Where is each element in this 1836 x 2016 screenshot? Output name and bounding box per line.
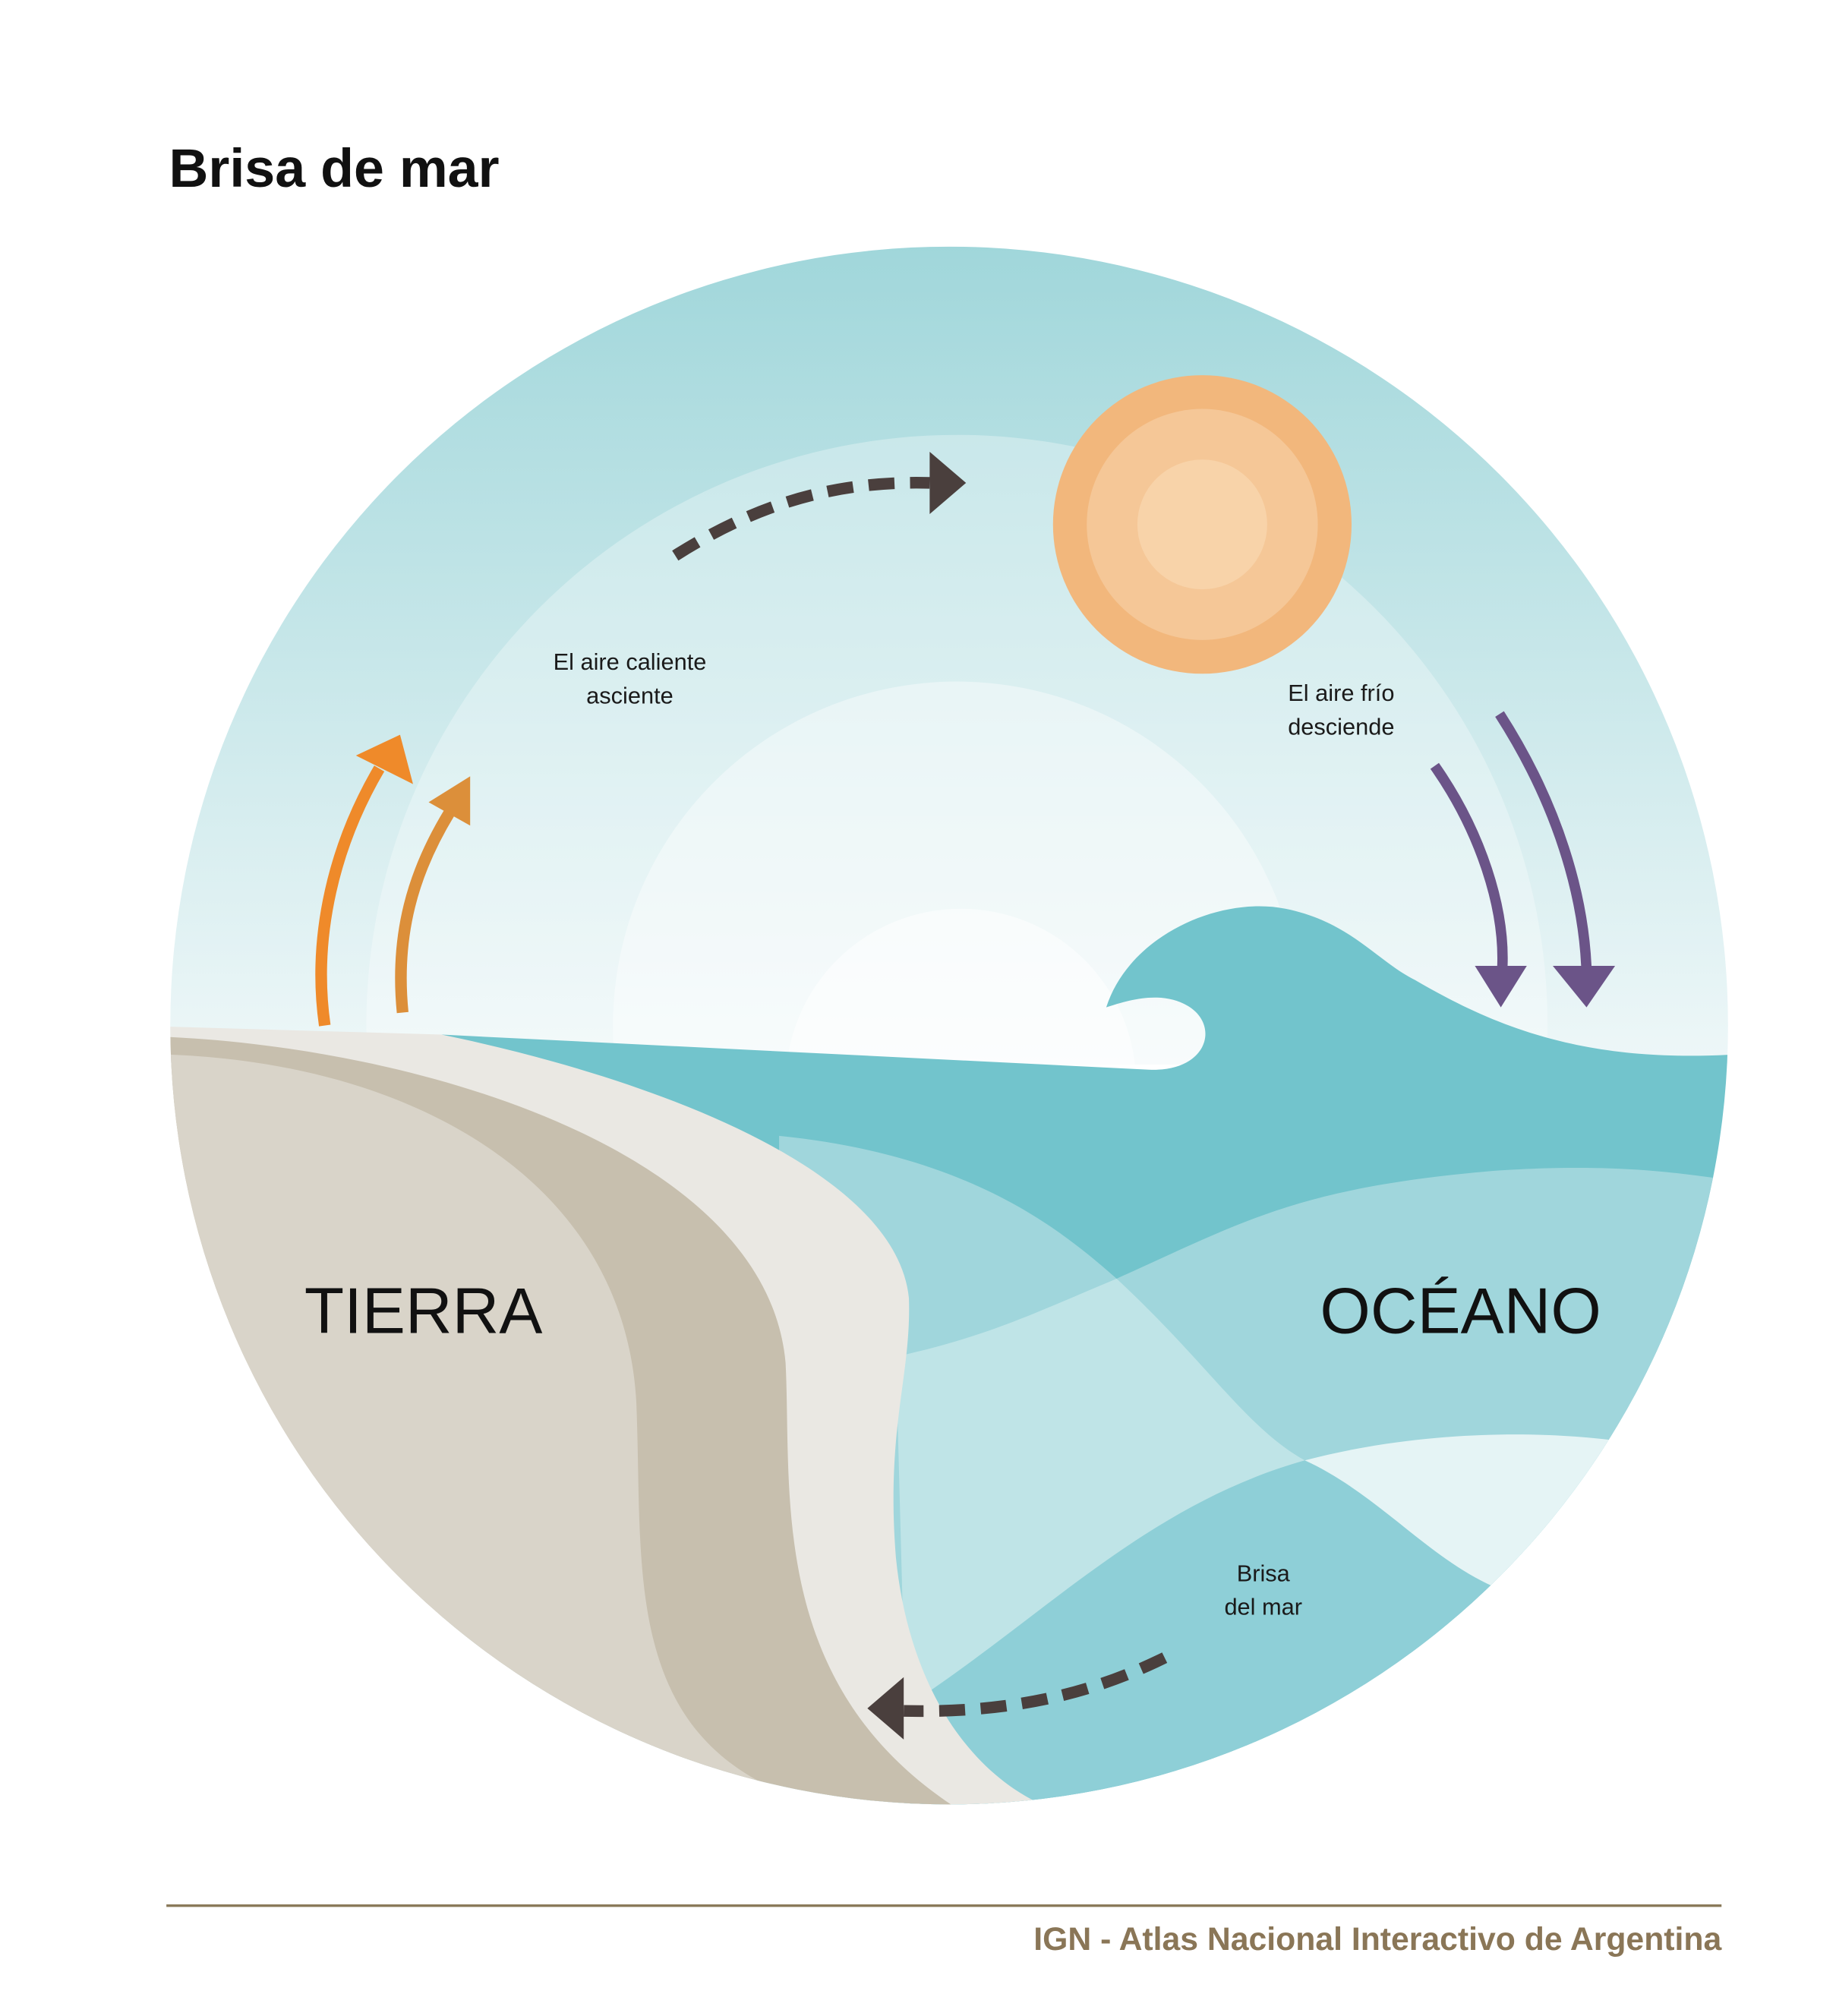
sun-icon	[1052, 375, 1352, 674]
warm-air-arrow-2	[395, 776, 471, 1014]
warm-air-label-1: El aire caliente	[554, 648, 707, 675]
warm-air-label-2: asciente	[586, 683, 674, 709]
upper-airflow-arrow	[672, 451, 967, 561]
breeze-label-1: Brisa	[1237, 1560, 1291, 1586]
cold-air-label-1: El aire frío	[1288, 680, 1394, 706]
cold-air-arrow-1	[1430, 762, 1527, 1008]
page-title: Brisa de mar	[169, 138, 500, 199]
cold-air-label-2: desciende	[1288, 714, 1394, 740]
ocean-label: OCÉANO	[1320, 1276, 1601, 1348]
cold-air-arrow-2	[1495, 711, 1616, 1008]
warm-air-arrow-1	[315, 734, 413, 1027]
land	[170, 1025, 1078, 1805]
land-label: TIERRA	[304, 1276, 542, 1348]
sea-breeze-arrow	[867, 1652, 1168, 1740]
diagram-circle	[170, 246, 1728, 1805]
breeze-label-2: del mar	[1224, 1594, 1302, 1620]
footer-credit: IGN - Atlas Nacional Interactivo de Arge…	[1033, 1921, 1722, 1958]
